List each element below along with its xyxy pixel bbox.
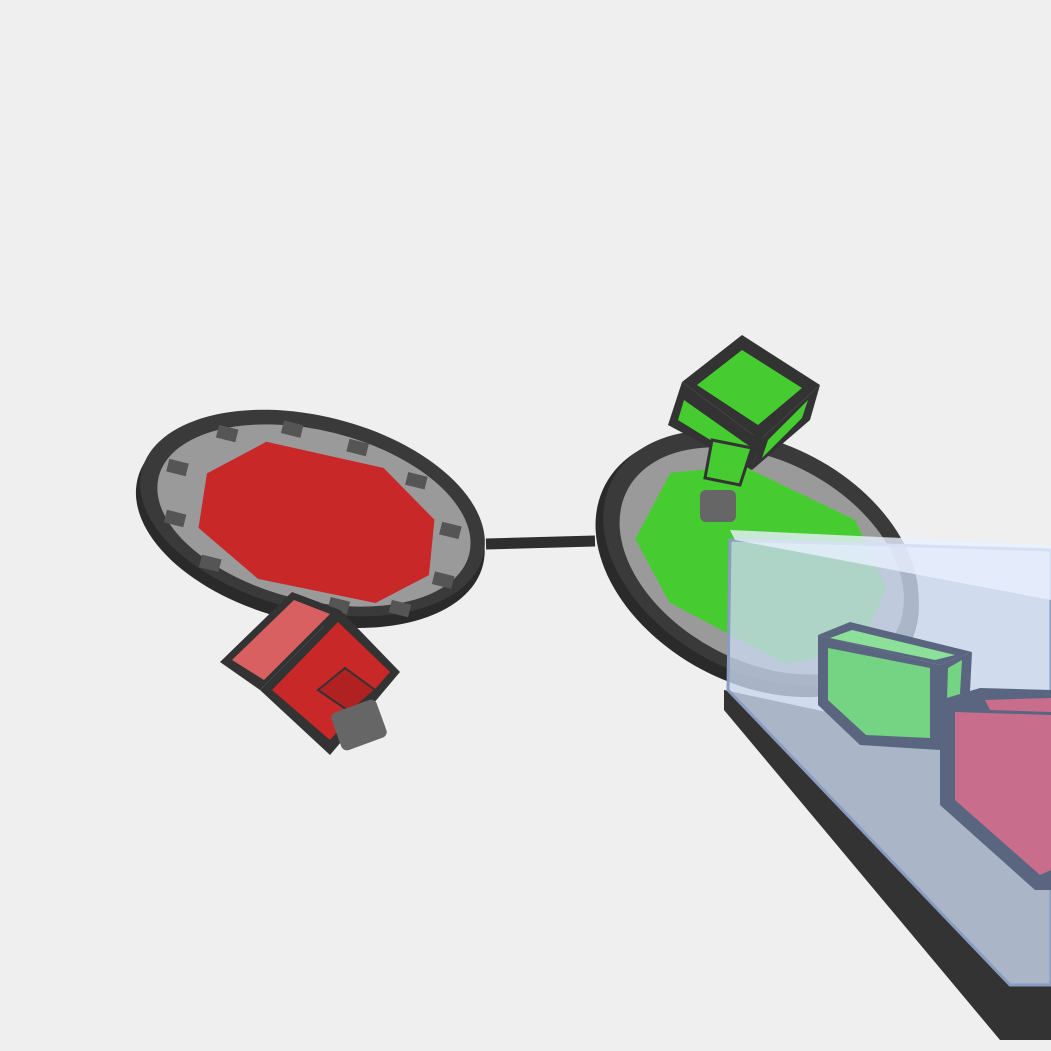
glass-container[interactable]	[724, 530, 1051, 1040]
connector-bridge	[485, 535, 596, 550]
red-goal-zone	[198, 441, 435, 604]
green-cube-robot[interactable]	[668, 335, 820, 522]
stored-red-cube	[940, 688, 1051, 890]
stored-green-cube	[818, 622, 972, 750]
red-cube-robot[interactable]	[220, 592, 400, 755]
